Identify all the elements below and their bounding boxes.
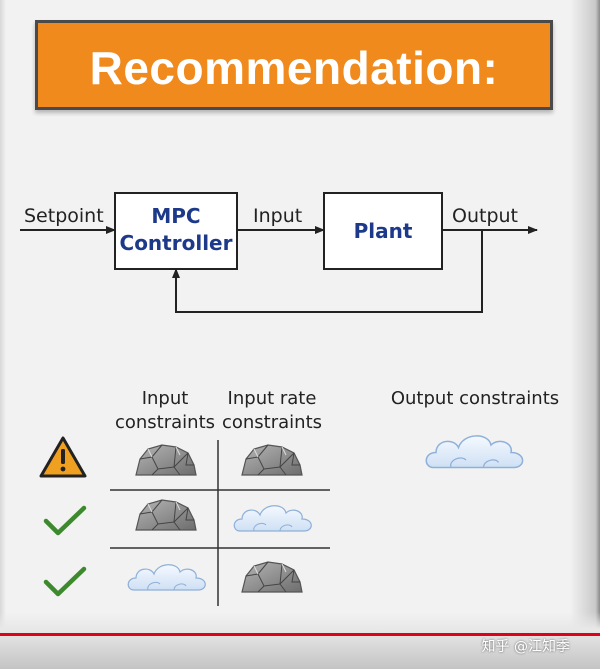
plant-label: Plant <box>354 219 413 243</box>
cloud-icon <box>425 435 524 469</box>
output-label: Output <box>452 205 518 227</box>
checkmark-icon <box>43 505 87 536</box>
rock-icon <box>241 561 303 593</box>
rock-icon <box>241 444 303 476</box>
right-edge-shadow <box>570 0 600 669</box>
header-input-rate-line1: Input rate <box>228 388 317 409</box>
header-output-constraints: Output constraints <box>391 388 559 409</box>
left-edge-shadow <box>0 0 6 669</box>
checkmark-icon <box>43 566 87 597</box>
controller-label-line1: MPC <box>151 204 200 228</box>
mpc-controller-block <box>114 192 238 270</box>
plant-block <box>323 192 443 270</box>
video-control-bar <box>0 612 600 669</box>
video-progress-bar[interactable] <box>0 633 600 636</box>
cloud-icon <box>233 505 312 532</box>
cloud-icon <box>127 564 206 591</box>
warning-icon <box>39 436 87 478</box>
input-label: Input <box>253 205 302 227</box>
setpoint-label: Setpoint <box>24 205 104 227</box>
title-banner: Recommendation: <box>35 20 553 110</box>
feedback-arrow <box>172 230 483 313</box>
header-input-line2: constraints <box>115 412 215 433</box>
page-title: Recommendation: <box>89 42 499 94</box>
rock-icon <box>135 499 197 531</box>
rock-icon <box>135 444 197 476</box>
watermark: 知乎 @江知季 <box>481 639 570 655</box>
controller-label-line2: Controller <box>120 231 233 255</box>
header-input-line1: Input <box>142 388 189 409</box>
header-input-rate-line2: constraints <box>222 412 322 433</box>
